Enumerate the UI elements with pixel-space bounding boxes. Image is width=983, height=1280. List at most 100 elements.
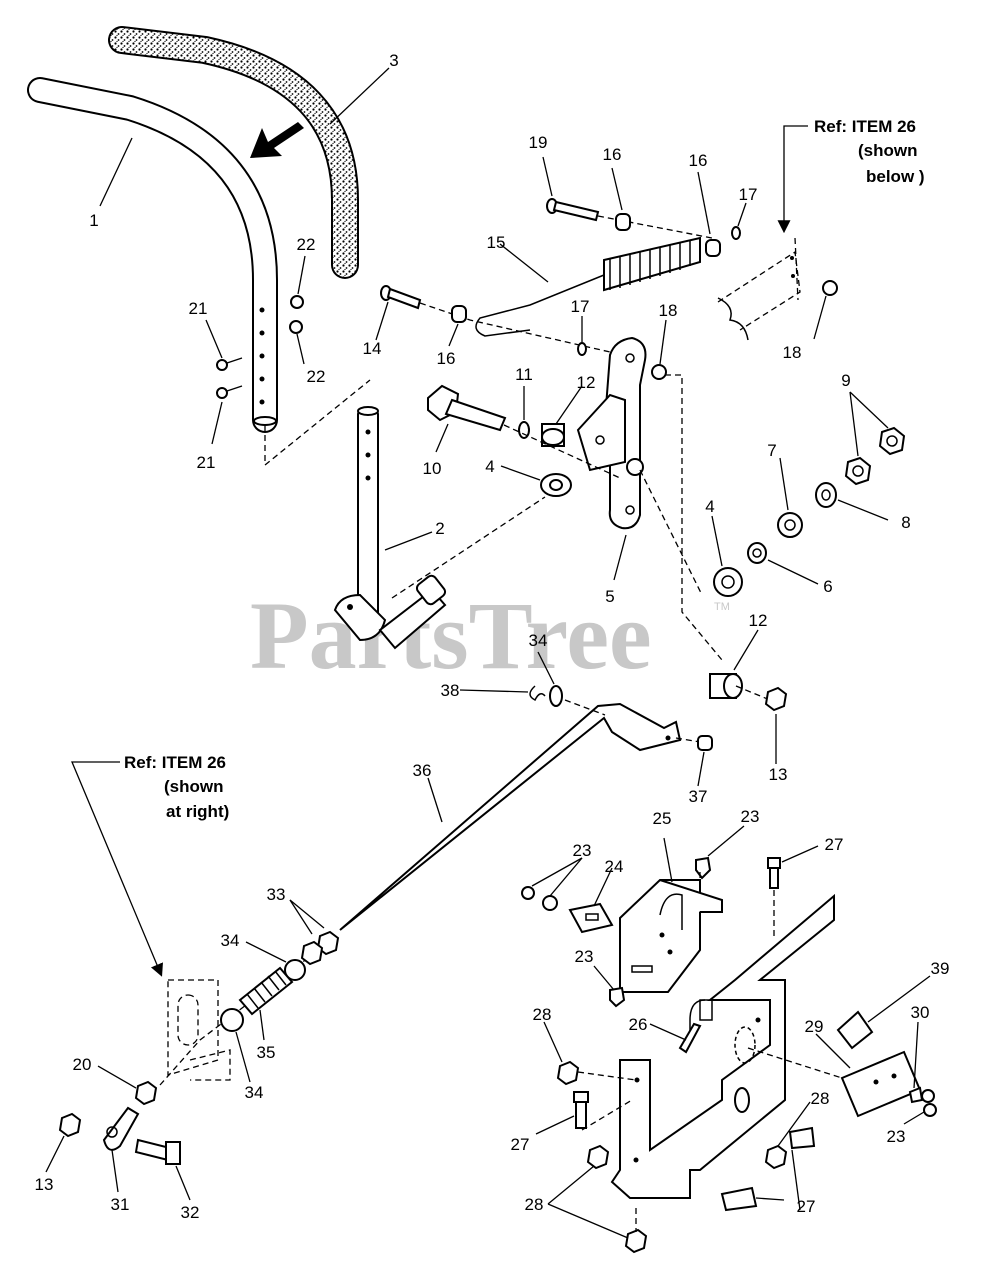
part-16-spacer <box>451 305 467 323</box>
callout-36: 36 <box>413 761 432 780</box>
callout-32: 32 <box>181 1203 200 1222</box>
part-22-nut <box>289 320 303 334</box>
part-1-handle-tube <box>27 77 278 433</box>
callout-1: 1 <box>89 211 98 230</box>
ref-top-right-line-2: (shown <box>858 141 918 160</box>
callout-17: 17 <box>739 185 758 204</box>
part-21-bolt <box>216 385 243 399</box>
callout-39: 39 <box>931 959 950 978</box>
callout-17: 17 <box>571 297 590 316</box>
ref-item-26-fragment-left <box>167 979 231 1081</box>
callout-22: 22 <box>307 367 326 386</box>
part-23-bolt <box>695 856 712 880</box>
part-4-flange-bushing <box>540 473 572 497</box>
part-17-clip <box>577 342 587 356</box>
callout-35: 35 <box>257 1043 276 1062</box>
callout-18: 18 <box>659 301 678 320</box>
callout-3: 3 <box>389 51 398 70</box>
part-18-nut <box>651 364 667 380</box>
callout-12: 12 <box>749 611 768 630</box>
part-11-washer <box>518 421 530 439</box>
callout-4: 4 <box>485 457 494 476</box>
callout-5: 5 <box>605 587 614 606</box>
part-7-washer <box>777 512 803 538</box>
callout-31: 31 <box>111 1195 130 1214</box>
ref-item-26-fragment-top <box>717 237 801 341</box>
callout-19: 19 <box>529 133 548 152</box>
part-27-bolt <box>788 1126 816 1150</box>
part-28-nut <box>586 1144 610 1170</box>
callout-labels: 1 2 3 4 4 5 6 7 8 9 10 11 12 12 13 13 14… <box>35 51 950 1222</box>
part-6-washer <box>747 542 767 564</box>
callout-18: 18 <box>783 343 802 362</box>
part-23-nut <box>923 1103 937 1117</box>
part-23-nut <box>521 886 535 900</box>
ref-left-line-3: at right) <box>166 802 229 821</box>
part-12-bushing <box>541 423 565 447</box>
callout-23: 23 <box>575 947 594 966</box>
callout-21: 21 <box>189 299 208 318</box>
part-15-spring <box>475 236 701 337</box>
part-23-bolt <box>609 986 626 1008</box>
watermark-trademark: TM <box>714 601 730 613</box>
leader-lines <box>99 67 889 823</box>
part-34-washer <box>284 959 306 981</box>
callout-28: 28 <box>525 1195 544 1214</box>
part-29-plate <box>840 1050 922 1118</box>
callout-34: 34 <box>245 1083 264 1102</box>
part-36-rod <box>339 702 682 931</box>
callout-24: 24 <box>605 857 624 876</box>
callout-16: 16 <box>603 145 622 164</box>
ref-arrow-left <box>71 761 163 977</box>
callout-34: 34 <box>221 931 240 950</box>
callout-20: 20 <box>73 1055 92 1074</box>
part-24-spacer <box>568 902 614 934</box>
callout-23: 23 <box>573 841 592 860</box>
part-28-nut <box>556 1060 580 1086</box>
callout-14: 14 <box>363 339 382 358</box>
callout-9: 9 <box>841 371 850 390</box>
callout-23: 23 <box>887 1127 906 1146</box>
part-8-washer <box>815 482 837 508</box>
part-38-clip <box>529 685 546 702</box>
callout-25: 25 <box>653 809 672 828</box>
part-27-bolt <box>573 1091 589 1129</box>
callout-33: 33 <box>267 885 286 904</box>
callout-27: 27 <box>511 1135 530 1154</box>
part-20-nut <box>134 1080 158 1106</box>
part-23-nut <box>542 895 558 911</box>
watermark: PartsTree <box>250 582 652 689</box>
part-3-foam-grip <box>108 26 359 279</box>
part-10-shoulder-bolt <box>427 384 507 432</box>
part-39-clip <box>836 1010 874 1050</box>
assembly-direction-arrow <box>250 122 304 158</box>
callout-13: 13 <box>35 1175 54 1194</box>
part-33-nut <box>300 940 324 966</box>
part-26-mounting-plate <box>610 893 835 1199</box>
part-16-spacer <box>615 213 631 231</box>
callout-12: 12 <box>577 373 596 392</box>
part-17-clip <box>731 226 741 240</box>
part-18-nut <box>822 280 838 296</box>
part-26-link <box>678 1022 702 1054</box>
callout-4: 4 <box>705 497 714 516</box>
part-37-pin <box>697 735 713 751</box>
leader-lines-lower <box>45 825 931 1239</box>
part-34-washer <box>220 1008 244 1032</box>
part-2-control-lever <box>333 406 447 650</box>
part-13-nut <box>764 686 788 712</box>
callout-30: 30 <box>911 1003 930 1022</box>
part-23-nut <box>921 1089 935 1103</box>
callout-16: 16 <box>689 151 708 170</box>
part-28-nut <box>764 1144 788 1170</box>
part-9-nut <box>878 426 906 456</box>
part-35-spring <box>238 966 294 1016</box>
part-19-bolt <box>546 198 600 222</box>
part-9-nut <box>844 456 872 486</box>
callout-16: 16 <box>437 349 456 368</box>
callout-22: 22 <box>297 235 316 254</box>
callout-27: 27 <box>825 835 844 854</box>
part-14-bolt <box>380 285 422 310</box>
callout-15: 15 <box>487 233 506 252</box>
